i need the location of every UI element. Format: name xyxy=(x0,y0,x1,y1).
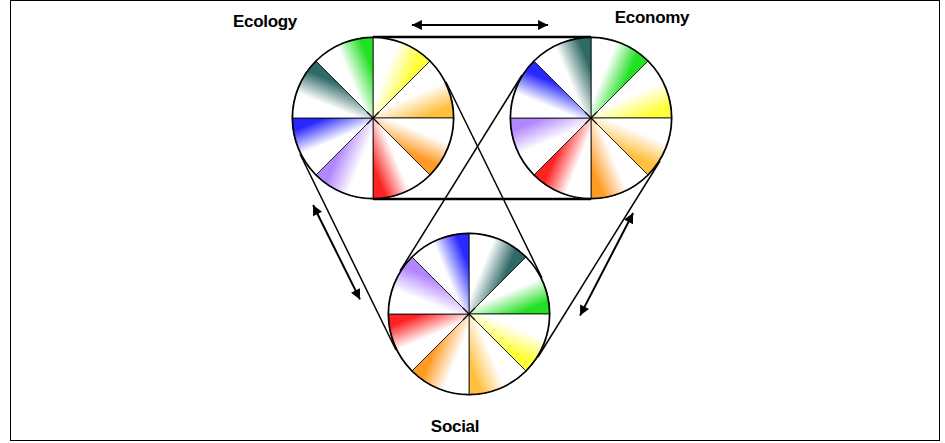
wheel-segment xyxy=(373,118,430,199)
color-wheel-node: Social xyxy=(388,233,550,395)
belt-line xyxy=(373,36,591,39)
wheel-segment xyxy=(591,118,648,199)
wheel-hub xyxy=(463,308,475,320)
color-wheel xyxy=(292,37,454,199)
color-wheel xyxy=(388,233,550,395)
wheel-segment xyxy=(412,233,469,314)
wheel-outline xyxy=(389,234,550,395)
wheel-segment xyxy=(316,37,373,118)
wheel-outline xyxy=(511,38,672,199)
wheel-label: Social xyxy=(431,417,479,437)
wheel-hub xyxy=(585,112,597,124)
wheel-segment xyxy=(534,37,591,118)
wheel-outline xyxy=(293,38,454,199)
wheel-segment xyxy=(591,61,672,118)
belt-line xyxy=(373,198,591,201)
color-wheel xyxy=(510,37,672,199)
wheel-label: Ecology xyxy=(233,12,297,32)
wheel-segment xyxy=(469,314,526,395)
wheel-label: Economy xyxy=(615,8,689,28)
color-wheel-node: Ecology xyxy=(292,37,454,199)
wheel-segment xyxy=(373,61,454,118)
wheel-segment xyxy=(292,118,373,175)
frame xyxy=(11,1,940,441)
double-arrow xyxy=(412,24,548,26)
wheel-hub xyxy=(367,112,379,124)
wheel-hub xyxy=(463,308,475,320)
wheel-segment xyxy=(388,314,469,371)
color-wheel-node: Economy xyxy=(510,37,672,199)
double-arrow xyxy=(313,205,360,299)
double-arrow xyxy=(580,213,633,316)
wheel-segment xyxy=(510,118,591,175)
wheel-hub xyxy=(585,112,597,124)
wheel-hub xyxy=(367,112,379,124)
wheel-segment xyxy=(469,257,550,314)
